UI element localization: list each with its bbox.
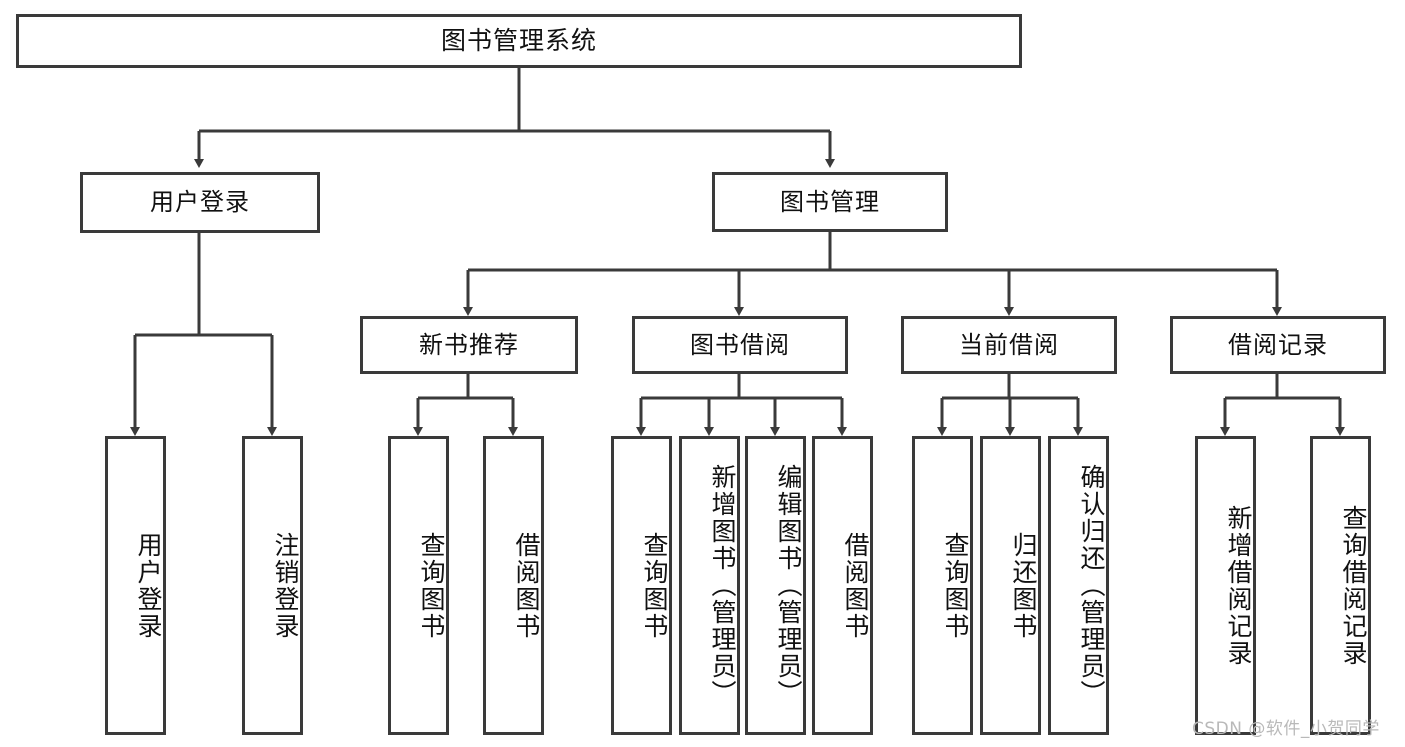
leaf-user-login-logout[interactable]: 注销登录: [242, 436, 303, 735]
node-label: 新增借阅记录: [1224, 504, 1253, 667]
leaf-book-borrow-query[interactable]: 查询图书: [611, 436, 672, 735]
leaf-user-login-login[interactable]: 用户登录: [105, 436, 166, 735]
node-label: 图书管理系统: [440, 26, 597, 55]
node-borrow-record[interactable]: 借阅记录: [1170, 316, 1386, 374]
node-label: 用户登录: [134, 531, 163, 640]
node-label: 图书管理: [780, 187, 880, 216]
node-label: 新增图书（管理员）: [708, 464, 737, 707]
leaf-book-borrow-borrow[interactable]: 借阅图书: [812, 436, 873, 735]
leaf-borrow-record-query[interactable]: 查询借阅记录: [1310, 436, 1371, 735]
node-label: 借阅图书: [512, 531, 541, 640]
leaf-current-borrow-query[interactable]: 查询图书: [912, 436, 973, 735]
node-label: 编辑图书（管理员）: [774, 464, 803, 707]
leaf-new-book-query[interactable]: 查询图书: [388, 436, 449, 735]
leaf-borrow-record-add[interactable]: 新增借阅记录: [1195, 436, 1256, 735]
node-label: 查询图书: [640, 531, 669, 640]
leaf-book-borrow-add[interactable]: 新增图书（管理员）: [679, 436, 740, 735]
node-label: 归还图书: [1009, 531, 1038, 640]
node-user-login[interactable]: 用户登录: [80, 172, 320, 233]
node-label: 新书推荐: [419, 330, 519, 359]
node-label: 查询图书: [941, 531, 970, 640]
node-new-book-recommend[interactable]: 新书推荐: [360, 316, 578, 374]
leaf-current-borrow-confirm-return[interactable]: 确认归还（管理员）: [1048, 436, 1109, 735]
leaf-current-borrow-return[interactable]: 归还图书: [980, 436, 1041, 735]
node-book-borrow[interactable]: 图书借阅: [632, 316, 848, 374]
node-label: 借阅记录: [1228, 330, 1328, 359]
node-label: 借阅图书: [841, 531, 870, 640]
node-book-management[interactable]: 图书管理: [712, 172, 948, 232]
node-label: 查询图书: [417, 531, 446, 640]
node-current-borrow[interactable]: 当前借阅: [901, 316, 1117, 374]
node-label: 图书借阅: [690, 330, 790, 359]
node-root-system[interactable]: 图书管理系统: [16, 14, 1022, 68]
node-label: 当前借阅: [959, 330, 1059, 359]
node-label: 查询借阅记录: [1339, 504, 1368, 667]
node-label: 确认归还（管理员）: [1077, 464, 1106, 707]
node-label: 用户登录: [150, 188, 250, 217]
leaf-new-book-borrow[interactable]: 借阅图书: [483, 436, 544, 735]
leaf-book-borrow-edit[interactable]: 编辑图书（管理员）: [745, 436, 806, 735]
node-label: 注销登录: [271, 531, 300, 640]
